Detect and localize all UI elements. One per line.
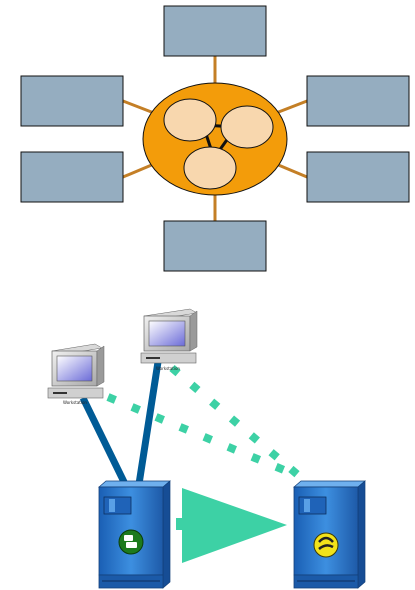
workstation-left: Workstation bbox=[47, 343, 105, 405]
box-top bbox=[163, 5, 267, 57]
box-left-lower bbox=[20, 151, 124, 203]
hub-connectors bbox=[122, 56, 308, 221]
wired-link-left bbox=[79, 396, 129, 486]
box-left-upper bbox=[20, 75, 124, 127]
inner-node-bottom bbox=[183, 146, 237, 190]
box-right-lower bbox=[306, 151, 410, 203]
inner-node-right bbox=[220, 105, 274, 149]
network-diagram: Workstation Workstation bbox=[47, 308, 366, 589]
wireless-link-upper bbox=[169, 364, 321, 496]
server-right bbox=[293, 480, 366, 589]
connector-right-upper bbox=[275, 99, 308, 115]
inner-node-left bbox=[163, 98, 217, 142]
workstation-right-label: Workstation bbox=[156, 366, 180, 371]
transfer-arrow bbox=[176, 488, 287, 563]
server-left bbox=[98, 480, 171, 589]
yellow-server-icon bbox=[313, 532, 339, 558]
wireless-link-lower bbox=[106, 393, 298, 479]
wired-links bbox=[79, 361, 162, 486]
connector-left-lower bbox=[122, 162, 155, 179]
box-bottom bbox=[163, 220, 267, 272]
connector-left-upper bbox=[122, 99, 155, 115]
green-server-icon bbox=[118, 529, 144, 555]
workstation-right: Workstation bbox=[140, 308, 198, 371]
hub-diagram bbox=[20, 5, 410, 272]
box-right-upper bbox=[306, 75, 410, 127]
wireless-links bbox=[106, 364, 321, 496]
workstation-left-label: Workstation bbox=[63, 400, 87, 405]
wired-link-right bbox=[135, 361, 162, 485]
connector-right-lower bbox=[275, 162, 308, 179]
